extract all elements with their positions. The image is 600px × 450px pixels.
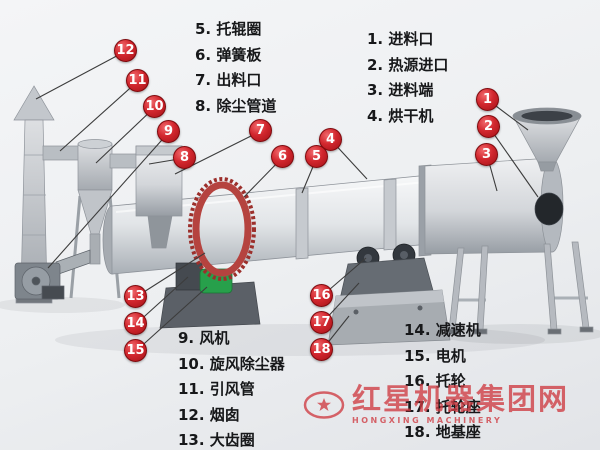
floor-shadow <box>0 297 600 356</box>
legend-item-4: 4. 烘干机 <box>367 106 434 125</box>
callout-15: 15 <box>124 339 147 362</box>
callout-16: 16 <box>310 284 333 307</box>
callout-1: 1 <box>476 88 499 111</box>
heat-source-inlet <box>534 192 564 226</box>
legend-bottom-left: 9. 风机 10. 旋风除尘器 11. 引风管 12. 烟囱 13. 大齿圈 <box>178 326 285 450</box>
dust-removal-pipe <box>109 153 139 169</box>
callout-2: 2 <box>477 115 500 138</box>
callout-12: 12 <box>114 39 137 62</box>
callout-14: 14 <box>124 312 147 335</box>
callout-9: 9 <box>157 120 180 143</box>
induced-draft-pipe <box>42 145 81 161</box>
legend-item-3: 3. 进料端 <box>367 81 434 99</box>
legend-item-16: 16. 托轮 <box>404 372 466 390</box>
legend-item-14: 14. 减速机 <box>404 321 481 339</box>
discharge-hood <box>135 145 183 249</box>
callout-7: 7 <box>249 119 272 142</box>
callout-13: 13 <box>124 285 147 308</box>
chamber-legs <box>445 241 594 335</box>
legend-item-1: 1. 进料口 <box>367 30 434 48</box>
legend-item-8: 8. 除尘管道 <box>195 96 277 115</box>
legend-item-11: 11. 引风管 <box>178 380 255 398</box>
legend-item-2: 2. 热源进口 <box>367 55 449 74</box>
legend-item-5: 5. 托辊圈 <box>195 20 262 38</box>
callout-3: 3 <box>475 143 498 166</box>
fan <box>14 249 91 300</box>
gear-teeth <box>188 177 256 281</box>
legend-item-9: 9. 风机 <box>178 329 230 347</box>
callout-4: 4 <box>319 128 342 151</box>
callout-17: 17 <box>310 311 333 334</box>
legend-bottom-right: 14. 减速机 15. 电机 16. 托轮 17. 托轮座 18. 地基座 <box>404 318 481 446</box>
legend-item-13: 13. 大齿圈 <box>178 431 255 449</box>
support-station <box>327 243 451 346</box>
callout-10: 10 <box>143 95 166 118</box>
legend-top-right: 1. 进料口 2. 热源进口 3. 进料端 4. 烘干机 <box>367 27 448 129</box>
feed-hopper <box>512 107 582 172</box>
legend-top-left: 5. 托辊圈 6. 弹簧板 7. 出料口 8. 除尘管道 <box>195 17 276 119</box>
gear-drive-unit <box>159 177 261 329</box>
big-gear-ring <box>192 181 252 277</box>
callout-11: 11 <box>126 69 149 92</box>
legend-item-17: 17. 托轮座 <box>404 397 481 416</box>
watermark: 红星机器集团网 HONGXING MACHINERY <box>303 384 569 425</box>
legend-item-15: 15. 电机 <box>404 346 466 365</box>
legend-item-7: 7. 出料口 <box>195 71 262 89</box>
watermark-subtext: HONGXING MACHINERY <box>352 416 503 426</box>
callout-8: 8 <box>173 146 196 169</box>
callout-18: 18 <box>310 338 333 361</box>
callout-5: 5 <box>305 145 328 168</box>
callout-6: 6 <box>271 145 294 168</box>
legend-item-10: 10. 旋风除尘器 <box>178 354 285 373</box>
reducer <box>175 262 203 291</box>
legend-item-6: 6. 弹簧板 <box>195 45 262 64</box>
watermark-logo-icon <box>303 390 345 419</box>
feed-end-chamber <box>418 107 594 335</box>
legend-item-18: 18. 地基座 <box>404 423 481 441</box>
watermark-brand: 红星机器集团网 <box>352 382 570 416</box>
legend-item-12: 12. 烟囱 <box>178 405 240 424</box>
